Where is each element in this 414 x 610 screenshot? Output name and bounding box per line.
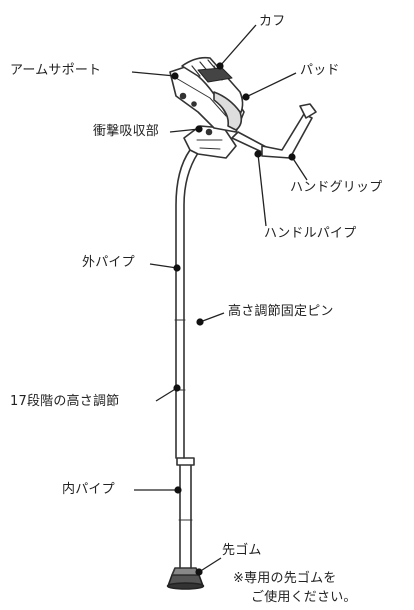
leader-shock (169, 128, 200, 133)
dot-17 (173, 384, 181, 392)
label-cuff: カフ (259, 14, 286, 29)
dot-tip (195, 568, 203, 576)
leader-pad (245, 72, 297, 98)
label-inner-pipe: 内パイプ (62, 482, 115, 497)
leader-lines (131, 24, 308, 573)
label-tip-note-line2: ご使用ください。 (251, 590, 357, 605)
dot-height-pin (196, 318, 204, 326)
label-hand-grip: ハンドグリップ (290, 180, 383, 195)
dot-hand-grip (288, 153, 296, 161)
leader-height-pin (199, 312, 225, 323)
leader-hand-grip (291, 156, 308, 181)
label-height-pin: 高さ調節固定ピン (228, 304, 334, 319)
pad (213, 91, 243, 131)
dot-arm-support (171, 72, 179, 80)
dot-cuff (216, 62, 224, 70)
dot-shock (195, 125, 203, 133)
label-arm-support: アームサポート (10, 63, 102, 78)
dot-handle-pipe (254, 150, 262, 158)
dot-pad (242, 93, 250, 101)
leader-17 (155, 387, 178, 402)
label-outer-pipe: 外パイプ (82, 255, 135, 270)
outer-pipe (175, 149, 199, 459)
leader-outer-pipe (149, 263, 178, 269)
leader-dots (171, 62, 296, 576)
label-height-17: 17段階の高さ調節 (10, 394, 120, 409)
leader-arm-support (131, 71, 176, 77)
inner-pipe (179, 461, 192, 569)
crutch-illustration (166, 56, 317, 590)
label-tip-note-line1: ※専用の先ゴムを (233, 571, 337, 586)
label-shock-absorber: 衝撃吸収部 (93, 124, 160, 139)
shock-absorber (183, 125, 237, 159)
dot-inner-pipe (174, 486, 182, 494)
label-tip: 先ゴム (222, 543, 262, 558)
leader-cuff (219, 24, 257, 67)
label-pad: パッド (300, 63, 340, 78)
leader-handle-pipe (257, 153, 267, 227)
hand-grip (261, 113, 313, 159)
leader-tip (198, 557, 222, 573)
dot-outer-pipe (173, 264, 181, 272)
label-handle-pipe: ハンドルパイプ (264, 226, 357, 241)
